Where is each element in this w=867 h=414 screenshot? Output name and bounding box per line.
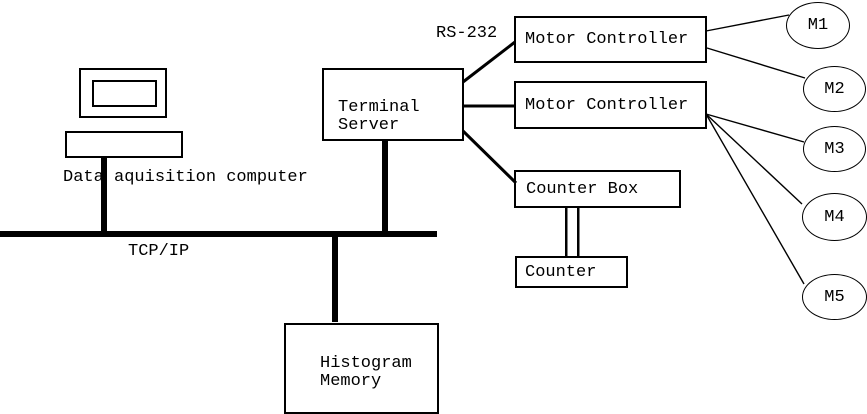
motor-controller-1-label: Motor Controller — [525, 30, 689, 49]
terminal-server-to-counter-box-line — [461, 129, 518, 185]
motor-controller-2-label: Motor Controller — [525, 95, 689, 115]
motor-m2-label: M2 — [824, 79, 845, 99]
counter-box: Counter Box — [514, 170, 681, 208]
motor-controller-1-box: Motor Controller — [514, 16, 707, 63]
motor-m1-label: M1 — [807, 16, 829, 35]
motor-controller-1-to-m2-line — [706, 47, 806, 79]
monitor-screen-icon — [92, 80, 157, 107]
motor-controller-2-box: Motor Controller — [514, 81, 707, 129]
motor-m4-label: M4 — [824, 207, 845, 227]
motor-m1-node: M1 — [786, 2, 850, 49]
data-acquisition-computer-label: Data aquisition computer — [63, 168, 308, 187]
tcpip-bus-label: TCP/IP — [128, 242, 190, 261]
terminal-server-to-motor-controller-1-line — [462, 40, 516, 84]
motor-controller-2-to-m3-line — [705, 113, 805, 143]
motor-m3-node: M3 — [803, 126, 866, 172]
motor-controller-2-to-m5-line — [705, 113, 805, 285]
counter-node: Counter — [515, 256, 628, 288]
histogram-memory-label: Histogram Memory — [320, 354, 412, 391]
counter-label: Counter — [525, 262, 597, 282]
rs232-label: RS-232 — [436, 24, 498, 43]
motor-controller-2-to-m4-line — [705, 113, 803, 205]
motor-m4-node: M4 — [802, 193, 867, 241]
motor-m3-label: M3 — [824, 139, 845, 159]
terminal-server-box: Terminal Server — [322, 68, 464, 141]
motor-m5-node: M5 — [802, 274, 867, 320]
counter-box-label: Counter Box — [526, 179, 639, 199]
histogram-memory-box: Histogram Memory — [284, 323, 439, 414]
motor-m2-node: M2 — [803, 66, 866, 112]
keyboard-icon — [65, 131, 183, 158]
motor-m5-label: M5 — [824, 287, 845, 307]
terminal-server-label: Terminal Server — [338, 98, 420, 135]
motor-controller-1-to-m1-line — [705, 14, 790, 32]
